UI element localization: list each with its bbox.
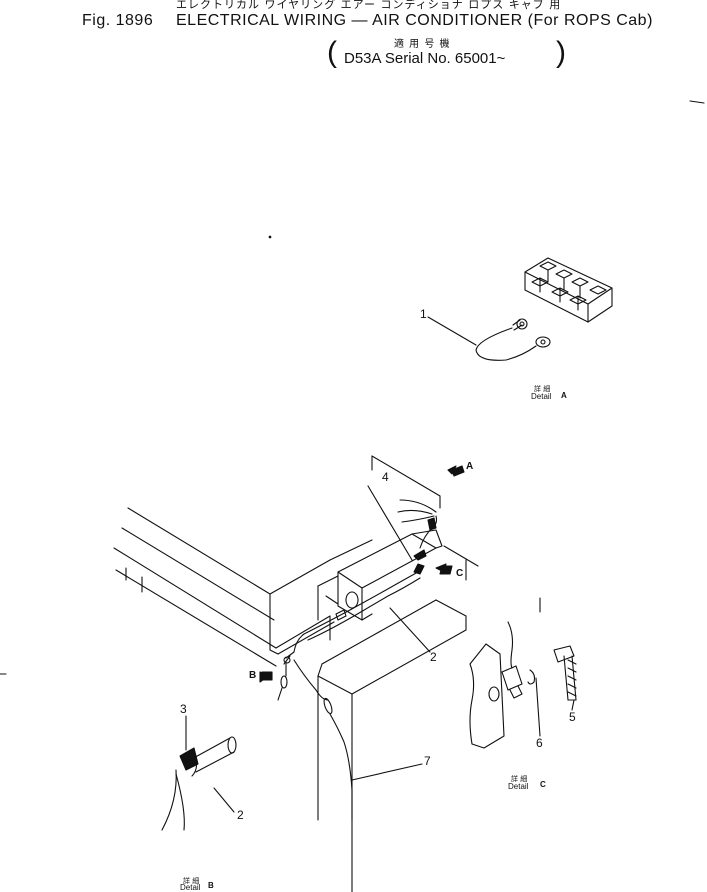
detail-c-label: Detail — [508, 782, 529, 791]
view-arrow-a — [447, 465, 465, 477]
detail-a-label: Detail — [531, 392, 552, 401]
left-parenthesis: ( — [327, 36, 337, 69]
leader-line-7 — [351, 763, 423, 781]
view-letter-b: B — [249, 670, 257, 681]
cab-roof-structure — [113, 455, 479, 892]
leader-line-2 — [389, 607, 431, 653]
detail-b-letter: B — [208, 881, 214, 890]
right-parenthesis: ) — [556, 36, 566, 69]
stray-mark — [689, 100, 705, 104]
callout-part-2-detail-b: 2 — [237, 808, 244, 822]
callout-part-6: 6 — [536, 736, 543, 750]
bracket-plate — [317, 529, 443, 621]
detail-a-letter: A — [561, 391, 567, 400]
terminal-block-illustration — [524, 257, 613, 323]
detail-c-illustration — [469, 597, 577, 749]
detail-c-jp: 詳 細 — [511, 775, 528, 783]
view-arrow-c — [435, 563, 453, 575]
leader-line-4 — [367, 485, 413, 561]
callout-part-3: 3 — [180, 702, 187, 716]
view-letter-c: C — [456, 568, 464, 579]
leader-line-6 — [535, 677, 541, 737]
detail-b-label: Detail — [180, 883, 201, 892]
leader-line-2b — [213, 787, 235, 813]
leader-line-1 — [427, 316, 477, 346]
serial-number: D53A Serial No. 65001~ — [344, 50, 506, 67]
view-letter-a: A — [466, 461, 474, 472]
detail-c-letter: C — [540, 780, 546, 789]
leader-line-5 — [571, 699, 575, 711]
callout-part-5: 5 — [569, 710, 576, 724]
stray-dot — [268, 235, 272, 239]
applicable-model-label: 適 用 号 機 — [394, 39, 451, 50]
japanese-title: エレクトリカル ワイヤリング エアー コンディショナ ロプス キャブ 用 — [176, 0, 562, 11]
figure-title: ELECTRICAL WIRING — AIR CONDITIONER (For… — [176, 12, 653, 29]
detail-a-jp: 詳 細 — [534, 385, 551, 393]
view-arrow-b — [259, 671, 273, 683]
callout-part-4: 4 — [382, 470, 389, 484]
main-harness-part-2 — [277, 485, 438, 821]
callout-part-7: 7 — [424, 754, 431, 768]
ground-wire-part-1 — [427, 316, 551, 361]
figure-number: Fig. 1896 — [82, 12, 154, 29]
detail-b-illustration — [161, 715, 237, 831]
callout-part-1: 1 — [420, 307, 427, 321]
callout-part-2: 2 — [430, 650, 437, 664]
detail-b-jp: 詳 細 — [183, 877, 200, 885]
